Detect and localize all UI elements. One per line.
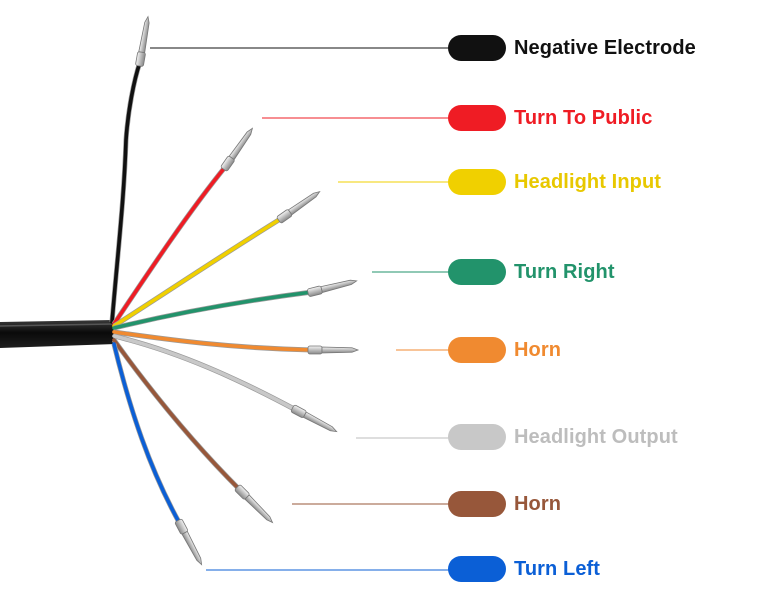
wire-8: [112, 342, 182, 526]
wire-7: [112, 338, 242, 492]
wires-layer: [109, 60, 314, 526]
wire-5: [112, 330, 314, 352]
pin-terminal-icon: [234, 484, 274, 524]
wire-1: [110, 60, 142, 324]
pin-terminal-icon: [276, 190, 321, 224]
wire-3: [112, 216, 284, 328]
wire-outline: [111, 343, 183, 526]
main-cable: [0, 320, 116, 348]
wire-6: [112, 334, 298, 412]
main-cable-highlight: [0, 323, 113, 327]
pin-terminal-icon: [220, 127, 254, 172]
pin-terminal-icon: [307, 279, 358, 297]
pin-terminal-icon: [307, 345, 360, 355]
pin-terminal-icon: [290, 404, 338, 433]
terminals-layer: [135, 15, 360, 566]
wire-4: [112, 290, 314, 330]
wire-2: [112, 164, 228, 326]
leader-lines-layer: [150, 47, 450, 571]
pin-terminal-icon: [135, 15, 150, 67]
pin-terminal-icon: [174, 518, 203, 566]
